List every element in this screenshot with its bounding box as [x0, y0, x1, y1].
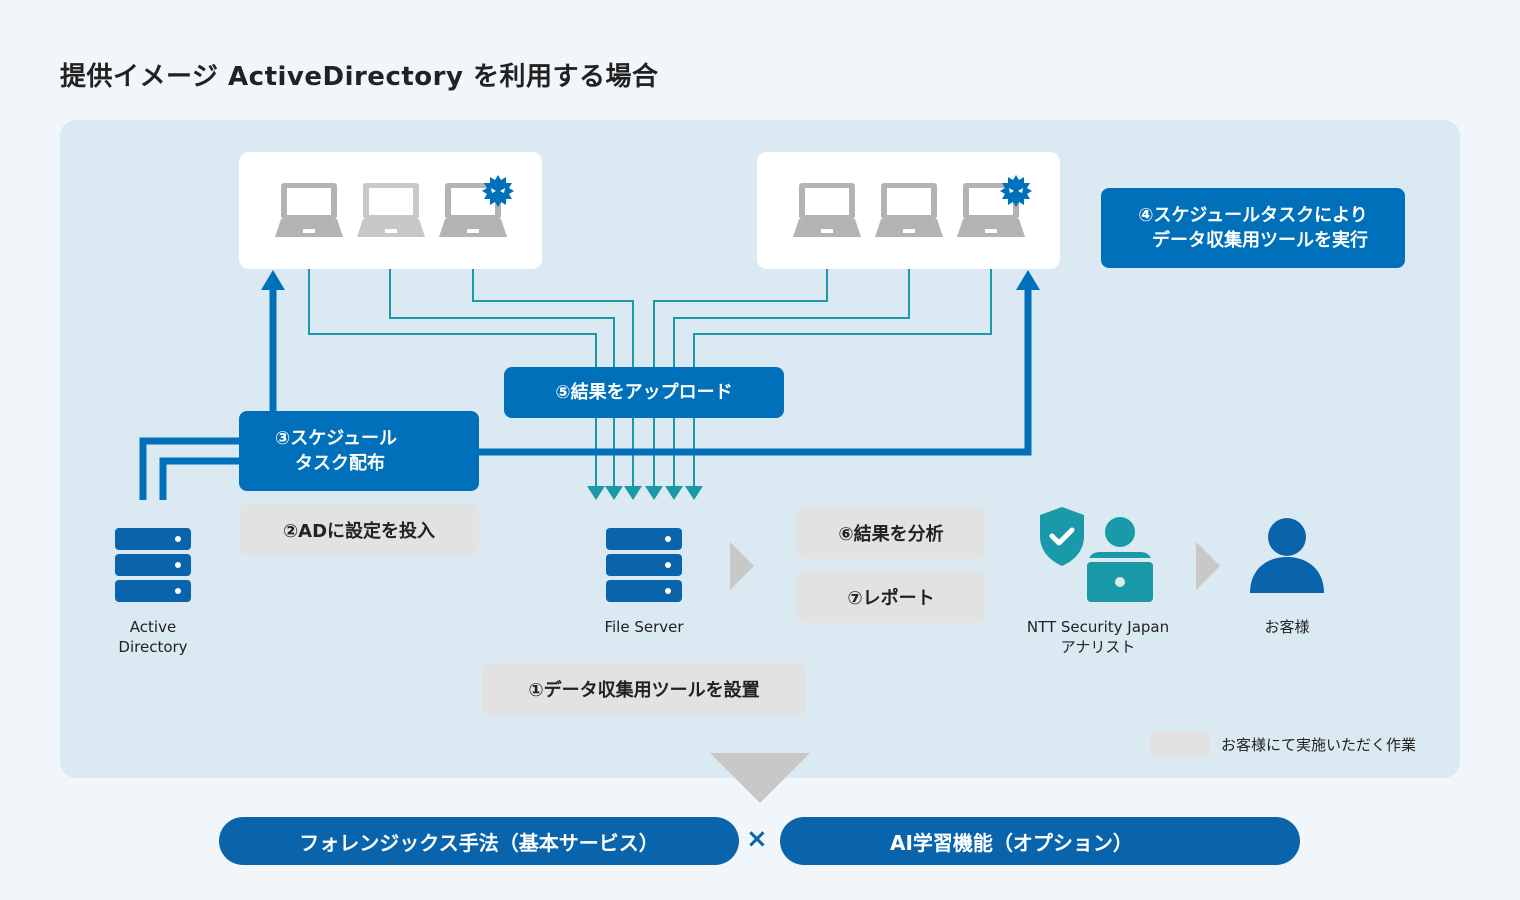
- arrow-down-icon: [645, 486, 663, 500]
- step-5-label: ⑤結果をアップロード: [555, 381, 733, 403]
- laptop-icon: [357, 183, 425, 237]
- laptop-icon: [875, 183, 943, 237]
- customer-icon: [1250, 518, 1324, 593]
- step-3-line1: ③スケジュール: [275, 427, 397, 449]
- basic-service-pill: フォレンジックス手法（基本サービス）: [219, 817, 739, 865]
- arrow-down-icon: [587, 486, 605, 500]
- basic-service-label: フォレンジックス手法（基本サービス）: [299, 830, 659, 855]
- flow-arrow-icon: [730, 542, 754, 590]
- step-4-line2: データ収集用ツールを実行: [1152, 230, 1368, 251]
- step-2-label: ②ADに設定を投入: [282, 520, 436, 542]
- ad-link-line: [159, 457, 240, 500]
- step-6-box: ⑥結果を分析: [797, 507, 985, 559]
- distribute-line-right: [478, 290, 1032, 456]
- ad-link-line: [139, 437, 240, 500]
- times-symbol: ×: [746, 824, 768, 854]
- customer-label: お客様: [1264, 618, 1310, 636]
- laptop-icon: [793, 183, 861, 237]
- step-6-label: ⑥結果を分析: [838, 524, 944, 545]
- flow-arrow-icon: [1196, 542, 1220, 590]
- active-directory-label: Active Directory: [118, 618, 188, 657]
- down-arrow-icon: [710, 753, 810, 803]
- arrow-down-icon: [624, 486, 642, 500]
- analyst-icon: [1082, 517, 1158, 604]
- file-server-icon: [606, 528, 682, 602]
- arrow-down-icon: [605, 486, 623, 500]
- legend-swatch: [1150, 732, 1210, 758]
- file-server-label: File Server: [604, 618, 684, 636]
- step-1-box: ①データ収集用ツールを設置: [482, 663, 806, 715]
- step-1-label: ①データ収集用ツールを設置: [528, 680, 760, 701]
- legend-label: お客様にて実施いただく作業: [1221, 736, 1417, 754]
- ai-option-label: AI学習機能（オプション）: [890, 830, 1133, 855]
- arrow-down-icon: [685, 486, 703, 500]
- page-title: 提供イメージ ActiveDirectory を利用する場合: [60, 62, 659, 92]
- arrow-up-icon: [1016, 270, 1040, 290]
- step-2-box: ②ADに設定を投入: [239, 504, 479, 555]
- laptop-icon: [275, 183, 343, 237]
- arrow-up-icon: [261, 270, 285, 290]
- ai-option-pill: AI学習機能（オプション）: [780, 817, 1300, 865]
- step-4-box: ④スケジュールタスクにより データ収集用ツールを実行: [1101, 188, 1405, 268]
- step-3-box: ③スケジュール タスク配布: [239, 411, 479, 491]
- step-7-box: ⑦レポート: [797, 571, 985, 623]
- step-3-line2: タスク配布: [295, 453, 385, 474]
- ad-server-icon: [115, 528, 191, 602]
- analyst-label: NTT Security Japan アナリスト: [1026, 618, 1170, 657]
- step-5-box: ⑤結果をアップロード: [504, 367, 784, 418]
- step-4-line1: ④スケジュールタスクにより: [1138, 204, 1368, 226]
- arrow-down-icon: [665, 486, 683, 500]
- step-7-label: ⑦レポート: [847, 588, 935, 609]
